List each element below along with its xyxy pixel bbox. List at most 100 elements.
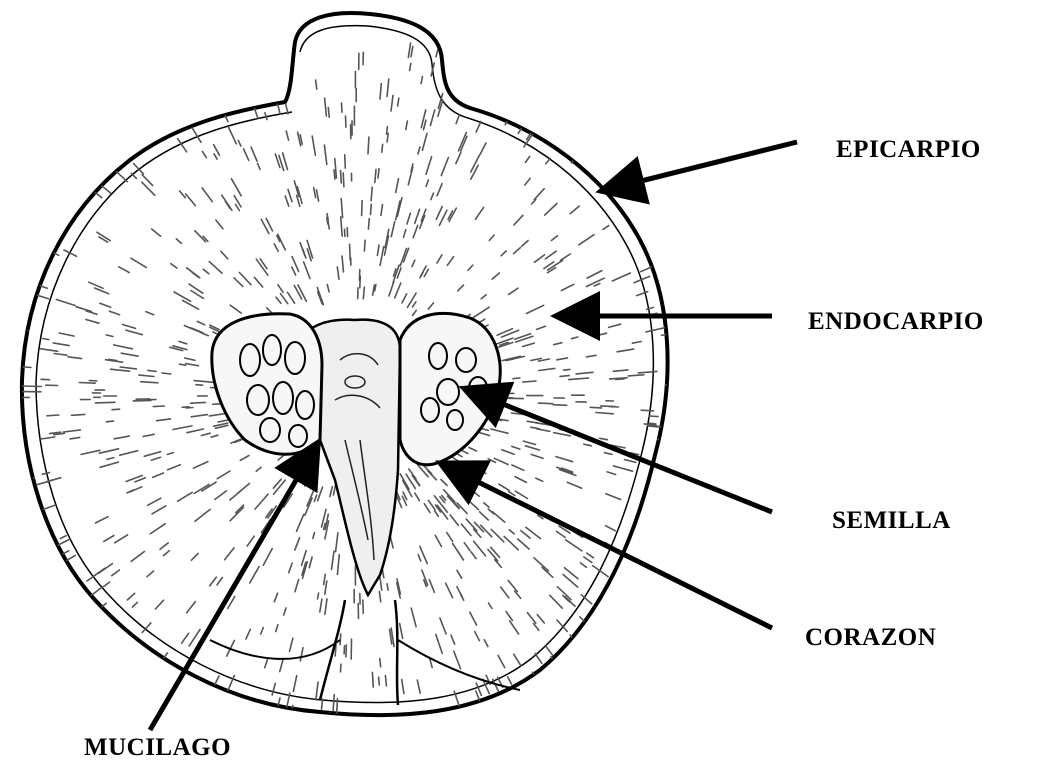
- texture-stroke: [345, 155, 346, 168]
- texture-stroke: [346, 645, 347, 657]
- texture-stroke: [7, 483, 25, 488]
- texture-stroke: [267, 46, 270, 59]
- texture-stroke: [538, 403, 552, 404]
- texture-stroke: [616, 379, 624, 380]
- texture-stroke: [341, 171, 342, 183]
- texture-stroke: [49, 568, 63, 576]
- texture-stroke: [79, 383, 95, 384]
- texture-stroke: [340, 634, 341, 645]
- texture-stroke: [191, 402, 206, 403]
- texture-stroke: [590, 407, 601, 408]
- texture-stroke: [95, 402, 115, 403]
- texture-stroke: [226, 712, 230, 721]
- texture-stroke: [150, 670, 161, 685]
- texture-stroke: [587, 627, 596, 636]
- texture-stroke: [518, 86, 523, 94]
- texture-stroke: [591, 617, 602, 628]
- texture-stroke: [184, 677, 190, 687]
- texture-stroke: [72, 414, 85, 415]
- texture-stroke: [363, 600, 364, 613]
- texture-stroke: [166, 92, 175, 107]
- texture-stroke: [334, 170, 335, 179]
- texture-stroke: [657, 497, 664, 500]
- texture-stroke: [449, 727, 454, 744]
- texture-stroke: [673, 498, 692, 504]
- texture-stroke: [662, 285, 672, 288]
- texture-stroke: [656, 526, 670, 532]
- texture-stroke: [610, 168, 619, 175]
- texture-stroke: [501, 65, 508, 81]
- texture-stroke: [134, 134, 146, 149]
- texture-stroke: [40, 544, 53, 550]
- texture-stroke: [610, 583, 617, 589]
- texture-stroke: [322, 699, 323, 709]
- texture-stroke: [106, 421, 113, 422]
- texture-stroke: [670, 480, 689, 485]
- texture-stroke: [133, 657, 140, 666]
- texture-stroke: [182, 407, 189, 408]
- texture-stroke: [554, 130, 562, 140]
- texture-stroke: [284, 71, 287, 85]
- texture-stroke: [498, 92, 503, 102]
- texture-stroke: [148, 370, 156, 371]
- texture-stroke: [239, 93, 244, 106]
- texture-stroke: [540, 679, 550, 694]
- texture-stroke: [512, 81, 515, 87]
- texture-stroke: [671, 329, 680, 331]
- texture-stroke: [676, 482, 686, 485]
- texture-stroke: [73, 167, 83, 175]
- texture-stroke: [378, 169, 379, 178]
- texture-stroke: [379, 677, 380, 685]
- texture-stroke: [184, 81, 193, 97]
- texture-stroke: [698, 440, 709, 441]
- texture-stroke: [22, 386, 42, 387]
- texture-stroke: [387, 584, 388, 590]
- arrow-epicarpio: [605, 142, 797, 190]
- texture-stroke: [652, 228, 658, 232]
- texture-stroke: [494, 702, 502, 719]
- texture-stroke: [636, 587, 651, 597]
- texture-stroke: [275, 722, 277, 732]
- texture-stroke: [0, 333, 10, 335]
- texture-stroke: [371, 204, 372, 214]
- texture-stroke: [382, 144, 383, 152]
- texture-stroke: [656, 508, 670, 513]
- texture-stroke: [328, 108, 329, 118]
- texture-stroke: [303, 729, 305, 745]
- texture-stroke: [645, 554, 653, 559]
- texture-stroke: [362, 201, 363, 216]
- texture-stroke: [368, 137, 369, 154]
- texture-stroke: [610, 606, 620, 615]
- texture-stroke: [579, 156, 589, 166]
- texture-stroke: [689, 342, 697, 343]
- texture-stroke: [10, 458, 26, 461]
- texture-stroke: [15, 462, 25, 464]
- texture-stroke: [674, 515, 683, 518]
- label-endocarpio: ENDOCARPIO: [808, 309, 984, 334]
- texture-stroke: [141, 382, 158, 383]
- texture-stroke: [204, 90, 208, 98]
- texture-stroke: [17, 503, 25, 506]
- texture-stroke: [564, 369, 570, 370]
- texture-stroke: [573, 149, 584, 161]
- texture-stroke: [523, 381, 536, 382]
- texture-stroke: [84, 176, 99, 188]
- texture-stroke: [363, 287, 364, 299]
- texture-stroke: [284, 49, 286, 57]
- label-mucilago: MUCILAGO: [84, 735, 231, 760]
- texture-stroke: [674, 422, 687, 423]
- texture-stroke: [410, 717, 411, 723]
- texture-stroke: [669, 410, 688, 411]
- texture-stroke: [101, 617, 107, 622]
- texture-stroke: [628, 375, 644, 376]
- texture-stroke: [555, 124, 565, 137]
- texture-stroke: [2, 335, 14, 337]
- texture-stroke: [227, 78, 231, 88]
- texture-stroke: [387, 127, 388, 135]
- texture-stroke: [43, 339, 49, 340]
- texture-stroke: [327, 214, 328, 221]
- texture-stroke: [133, 400, 151, 401]
- texture-stroke: [20, 528, 38, 536]
- texture-stroke: [343, 173, 344, 187]
- texture-stroke: [643, 516, 661, 524]
